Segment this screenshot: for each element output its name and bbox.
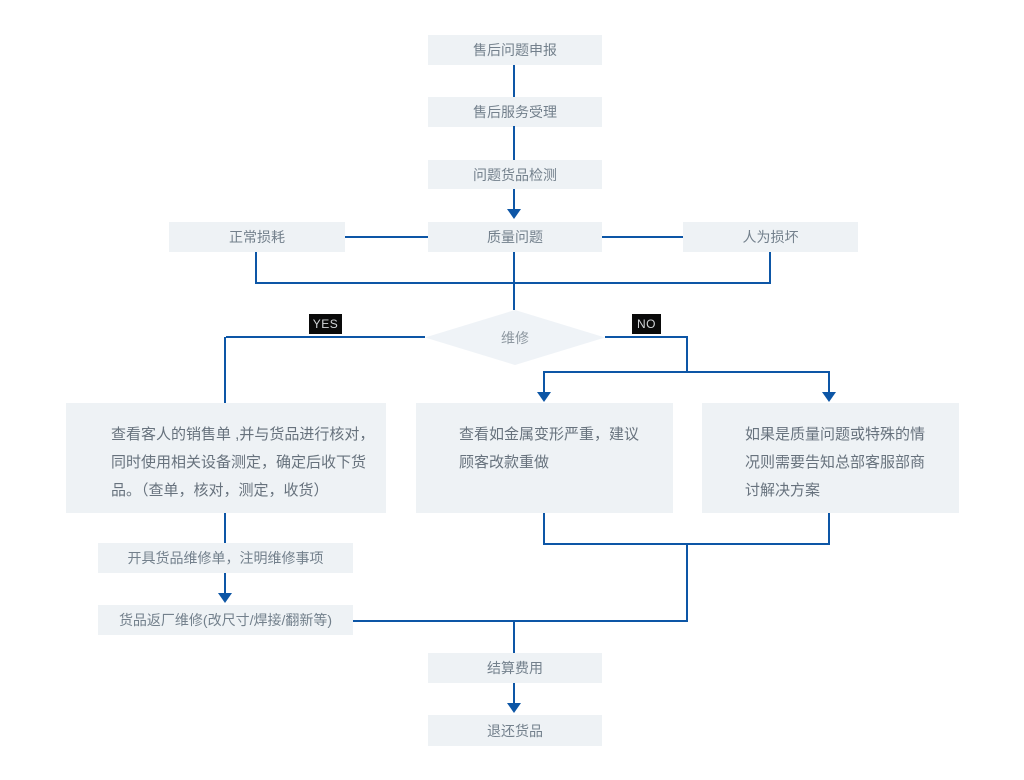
connector — [686, 544, 688, 622]
connector — [686, 337, 688, 372]
node-hq-consult: 如果是质量问题或特殊的情 况则需要告知总部客服部商 讨解决方案 — [702, 403, 959, 513]
connector — [255, 282, 771, 284]
node-severe-deform-line1: 查看如金属变形严重，建议 — [459, 426, 640, 443]
connector — [224, 337, 226, 403]
connector — [513, 65, 515, 97]
connector — [513, 621, 515, 653]
node-declare: 售后问题申报 — [428, 35, 602, 65]
connector — [255, 252, 257, 283]
connector — [353, 620, 688, 622]
node-issue-repair-order: 开具货品维修单，注明维修事项 — [98, 543, 353, 573]
arrow-down-icon — [537, 392, 551, 402]
connector — [543, 371, 545, 394]
node-check-sales-order: 查看客人的销售单 ,并与货品进行核对， 同时使用相关设备测定，确定后收下货 品。… — [66, 403, 386, 513]
node-severe-deform-line2: 顾客改款重做 — [459, 454, 550, 471]
connector — [602, 236, 683, 238]
yes-badge: YES — [309, 314, 342, 334]
connector — [543, 371, 830, 373]
arrow-down-icon — [507, 209, 521, 219]
node-normal-wear: 正常损耗 — [169, 222, 345, 252]
node-check-sales-line1: 查看客人的销售单 ,并与货品进行核对， — [111, 426, 375, 443]
no-badge: NO — [632, 314, 661, 334]
arrow-down-icon — [822, 392, 836, 402]
node-check-sales-line2: 同时使用相关设备测定，确定后收下货 — [111, 454, 367, 471]
connector — [226, 336, 425, 338]
connector — [543, 513, 545, 545]
arrow-down-icon — [218, 593, 232, 603]
connector — [513, 683, 515, 705]
connector — [513, 189, 515, 210]
node-quality-issue: 质量问题 — [428, 222, 602, 252]
connector — [224, 513, 226, 543]
node-severe-deform: 查看如金属变形严重，建议 顾客改款重做 — [416, 403, 673, 513]
node-accept: 售后服务受理 — [428, 97, 602, 127]
node-hq-consult-line3: 讨解决方案 — [745, 482, 821, 499]
node-hq-consult-line2: 况则需要告知总部客服部商 — [745, 454, 926, 471]
connector — [543, 543, 830, 545]
connector — [769, 252, 771, 283]
node-human-damage: 人为损坏 — [683, 222, 858, 252]
node-return-factory: 货品返厂维修(改尺寸/焊接/翻新等) — [98, 605, 353, 635]
node-return-goods: 退还货品 — [428, 715, 602, 746]
node-hq-consult-line1: 如果是质量问题或特殊的情 — [745, 426, 926, 443]
connector — [828, 513, 830, 545]
connector — [828, 371, 830, 394]
connector — [224, 573, 226, 595]
decision-repair-diamond: 维修 — [425, 310, 605, 365]
connector — [345, 236, 428, 238]
arrow-down-icon — [507, 703, 521, 713]
node-settle-fee: 结算费用 — [428, 653, 602, 683]
connector — [513, 126, 515, 160]
connector — [605, 336, 688, 338]
node-check-sales-line3: 品。（查单，核对，测定，收货） — [111, 482, 329, 499]
node-inspect: 问题货品检测 — [428, 160, 602, 189]
connector — [513, 252, 515, 310]
